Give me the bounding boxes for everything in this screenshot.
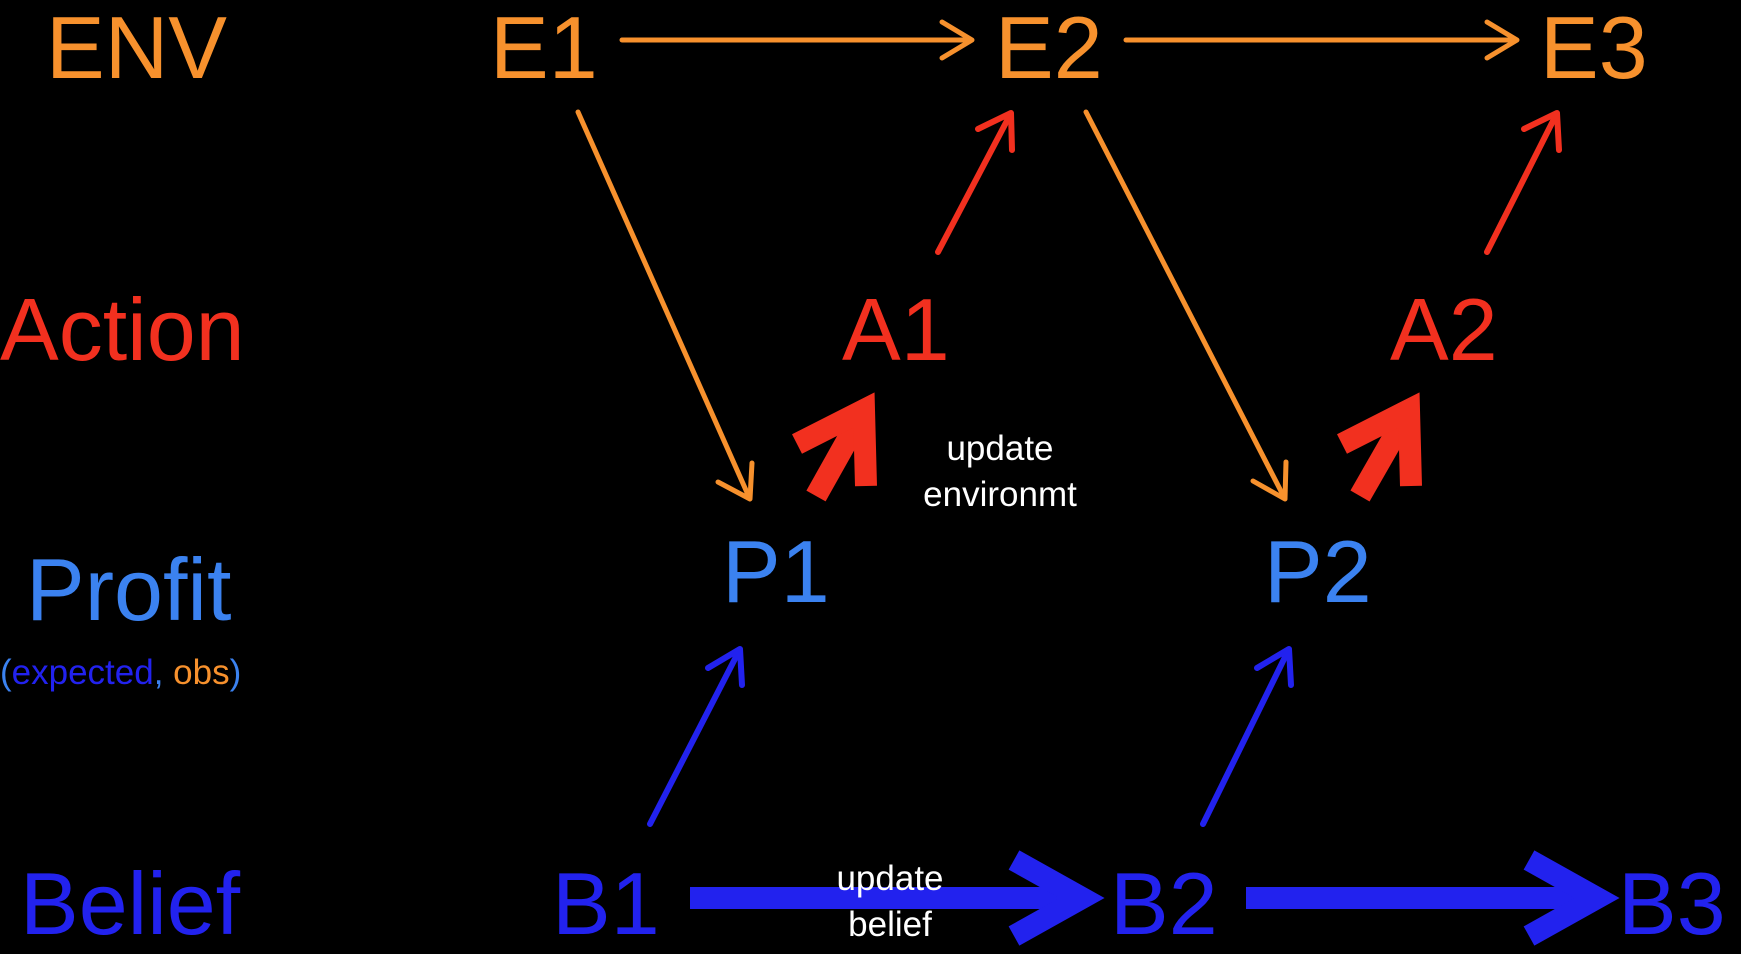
row-label-action: Action	[0, 280, 245, 379]
edge-b1-p1	[647, 646, 745, 827]
row-label-belief: Belief	[20, 854, 241, 953]
edge-b1-b2	[690, 850, 1105, 946]
note-update-environment-line2: environmt	[923, 474, 1077, 514]
node-a2: A2	[1390, 280, 1498, 379]
edge-a1-e2	[935, 110, 1015, 255]
edge-e2-p2	[1083, 109, 1289, 502]
comma: ,	[153, 653, 174, 692]
row-label-profit-sub: (expected, obs)	[0, 655, 241, 690]
node-p2: P2	[1264, 522, 1372, 621]
edge-p2-a2	[1337, 392, 1422, 502]
node-p1: P1	[722, 522, 830, 621]
expected-label: expected	[11, 653, 154, 692]
paren-close: )	[229, 653, 242, 692]
edge-e2-e3	[1123, 19, 1520, 61]
edge-a2-e3	[1484, 110, 1562, 255]
edge-e1-e2	[619, 19, 975, 61]
note-update-belief-line2: belief	[848, 904, 932, 944]
edge-p1-a1	[792, 392, 877, 502]
note-update-belief-line1: update	[836, 859, 944, 898]
node-a1: A1	[842, 280, 950, 379]
node-e1: E1	[490, 0, 598, 97]
paren-open: (	[0, 653, 12, 692]
row-label-profit: Profit	[26, 540, 232, 639]
node-e2: E2	[995, 0, 1103, 97]
obs-label: obs	[173, 653, 230, 692]
node-b2: B2	[1110, 854, 1218, 953]
note-update-belief: update belief	[800, 856, 980, 947]
note-update-environment-line1: update	[946, 429, 1054, 468]
node-e3: E3	[1540, 0, 1648, 97]
row-label-env: ENV	[46, 0, 227, 97]
edge-b2-p2	[1200, 646, 1294, 827]
edge-b2-b3	[1246, 850, 1620, 946]
node-b3: B3	[1618, 854, 1726, 953]
note-update-environment: update environmt	[908, 426, 1092, 517]
edge-e1-p1	[575, 109, 755, 502]
node-b1: B1	[552, 854, 660, 953]
